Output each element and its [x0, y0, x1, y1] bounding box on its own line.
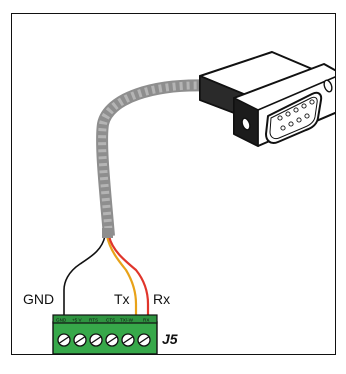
- terminal-screws: [57, 333, 151, 347]
- gray-cable: [96, 79, 218, 237]
- tx-label: Tx: [114, 291, 130, 307]
- screw-4: [105, 333, 119, 347]
- db9-socket: [265, 91, 323, 144]
- terminal-block: GND +5 V RTS CTS TX/-W RX: [52, 314, 158, 354]
- pin-label-1: GND: [56, 317, 67, 322]
- pin-label-4: CTS: [106, 317, 115, 322]
- pin-label-6: RX: [143, 317, 149, 322]
- pin-label-3: RTS: [89, 317, 98, 322]
- rx-label: Rx: [153, 291, 170, 307]
- screw-6: [137, 333, 151, 347]
- mounting-hole-left: [241, 117, 251, 131]
- screw-2: [73, 333, 87, 347]
- screw-1: [57, 333, 71, 347]
- wire-tx: [105, 235, 138, 338]
- db9-pin-holes: [277, 99, 315, 131]
- gnd-label: GND: [23, 291, 54, 307]
- pin-label-5: TX/-W: [120, 317, 134, 322]
- serial-cable-diagram: GND Tx Rx GND +5 V RTS CTS TX/-W RX J5: [23, 51, 335, 354]
- wire-gnd: [63, 235, 106, 338]
- mounting-hole-right: [323, 79, 333, 93]
- screw-3: [89, 333, 103, 347]
- diagram-frame: GND Tx Rx GND +5 V RTS CTS TX/-W RX J5: [11, 13, 336, 355]
- pin-label-2: +5 V: [72, 317, 83, 322]
- cable-end: [102, 228, 113, 238]
- db9-connector: [199, 51, 335, 148]
- connector-j5-label: J5: [162, 331, 178, 347]
- screw-5: [121, 333, 135, 347]
- wire-rx: [107, 235, 150, 338]
- gray-cable-highlight: [98, 81, 218, 237]
